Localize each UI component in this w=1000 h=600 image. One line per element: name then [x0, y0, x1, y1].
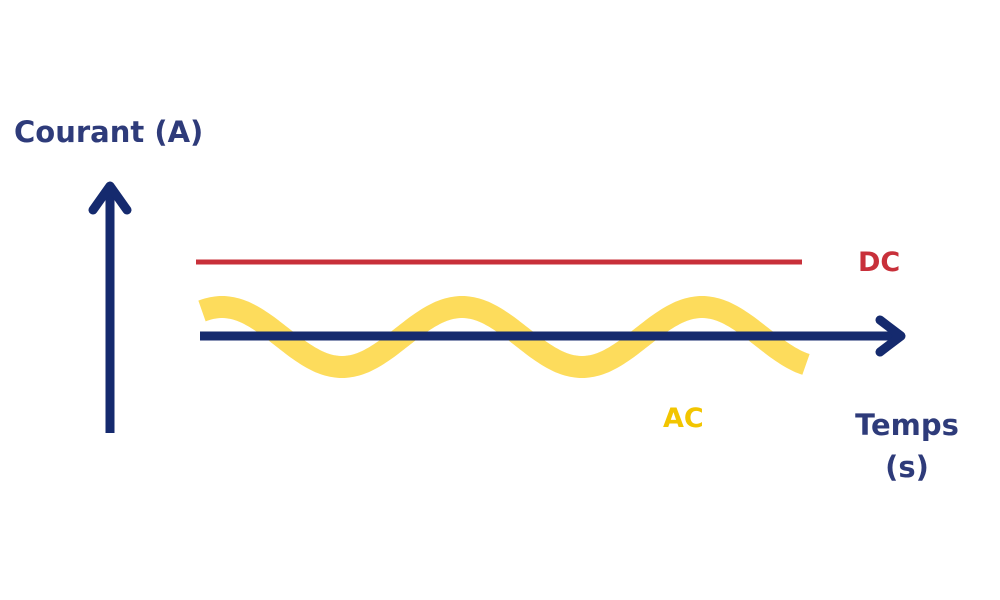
x-axis-label-line1: Temps	[855, 408, 959, 442]
x-axis-label-line2: (s)	[885, 450, 929, 484]
y-axis-label: Courant (A)	[14, 115, 204, 149]
dc-label: DC	[858, 247, 901, 278]
x-axis-arrowhead	[875, 315, 906, 357]
y-axis-arrowhead	[88, 181, 132, 215]
ac-wave	[198, 296, 810, 378]
x-axis-label: Temps (s)	[848, 404, 966, 488]
ac-label: AC	[663, 403, 704, 434]
